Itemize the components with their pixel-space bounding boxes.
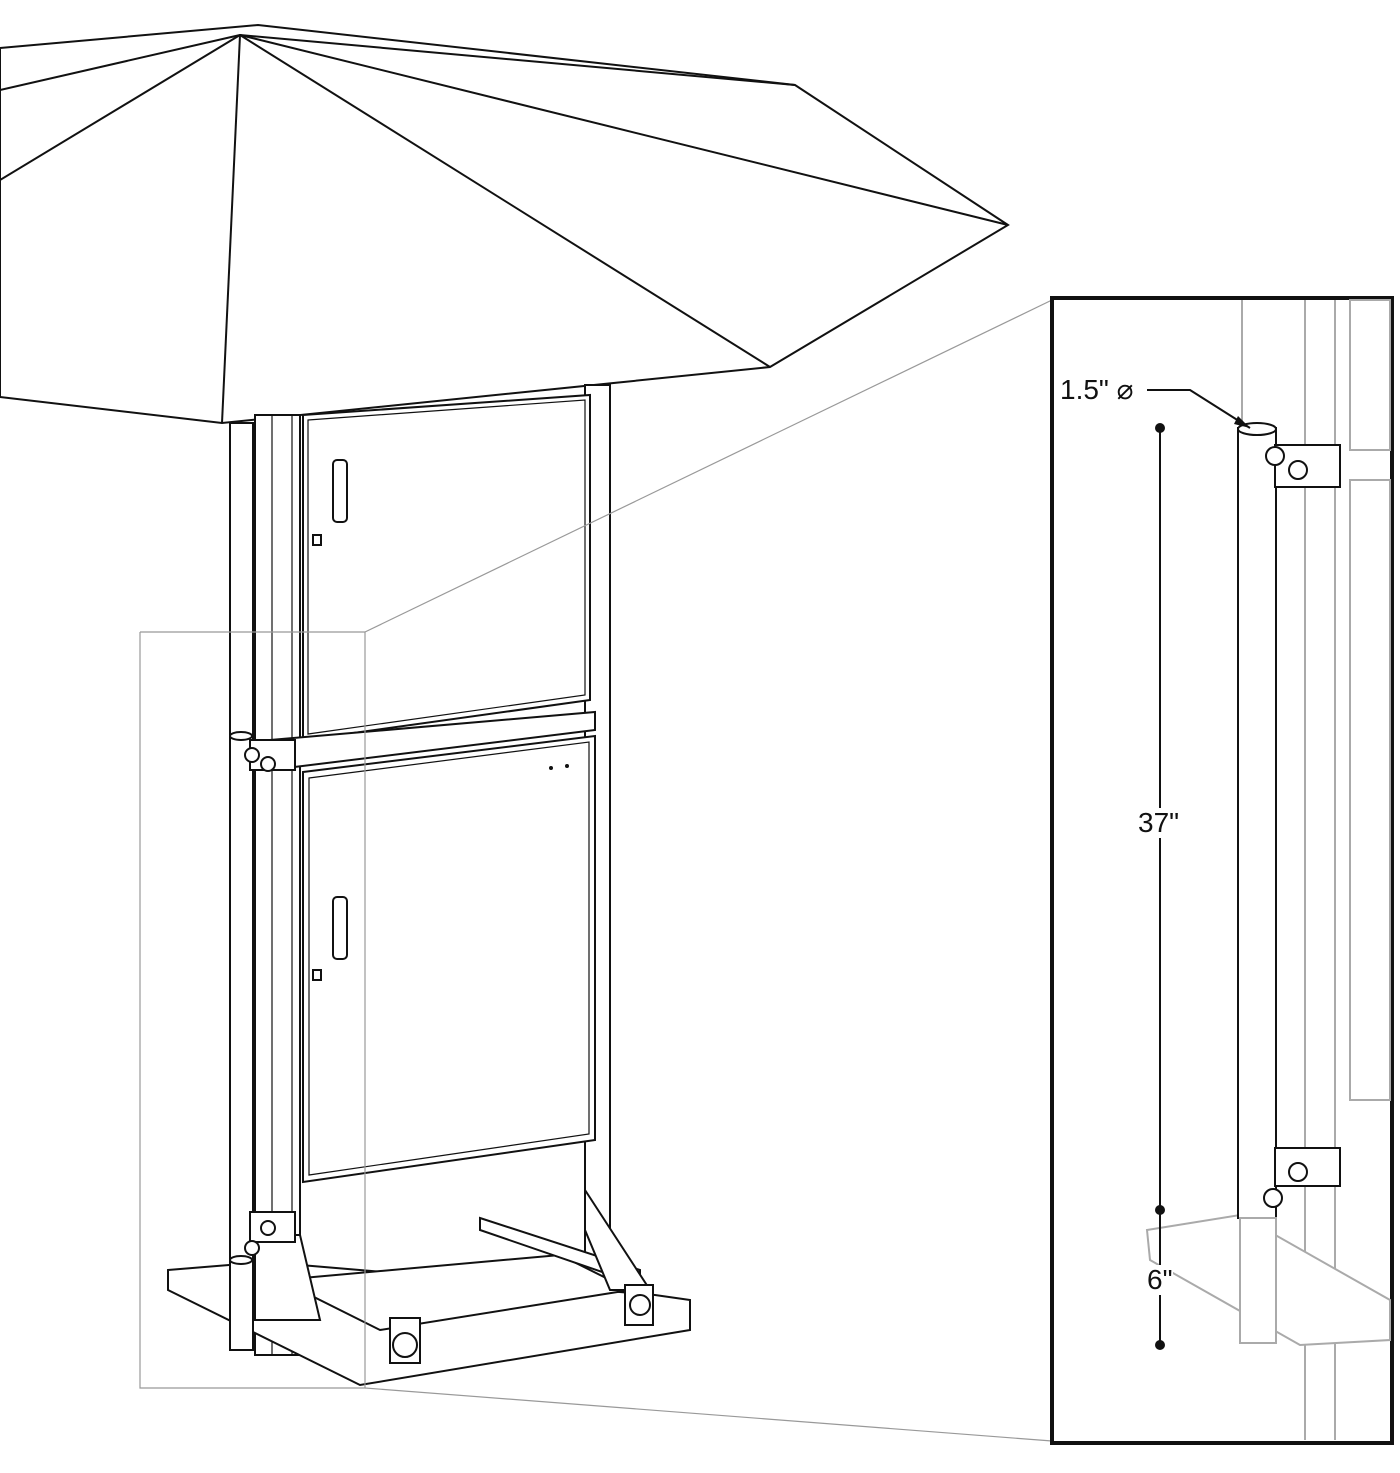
base-frame [167,1186,691,1387]
upper-length-label: 37" [1138,807,1180,838]
zoom-callout-lines [139,299,1053,1442]
umbrella-pole [229,422,296,1351]
diameter-label: 1.5" ⌀ [1060,374,1134,405]
lower-length-label: 6" [1147,1264,1173,1295]
umbrella-canopy [0,23,1010,425]
cabinet [254,384,611,1356]
detail-view [1050,296,1394,1445]
